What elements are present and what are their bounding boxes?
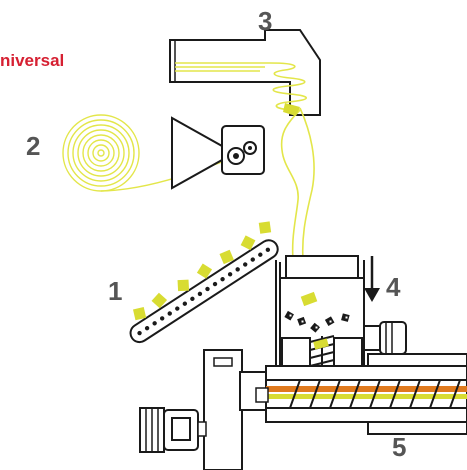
extruder-drive-motor xyxy=(139,407,207,453)
extruder-barrel xyxy=(255,353,467,435)
label-2: 2 xyxy=(26,131,40,161)
cutter-unit xyxy=(171,116,265,190)
roving-heater-unit xyxy=(169,29,321,271)
diagram-caption: niversal xyxy=(0,51,64,70)
extruder-frame xyxy=(203,349,267,470)
conveyor-belt xyxy=(129,221,279,344)
feed-hopper xyxy=(275,255,365,373)
hopper-motor xyxy=(363,321,407,355)
label-5: 5 xyxy=(392,432,406,462)
label-4: 4 xyxy=(386,272,401,302)
label-3: 3 xyxy=(258,6,272,36)
label-1: 1 xyxy=(108,276,122,306)
down-arrow-icon xyxy=(364,256,380,302)
